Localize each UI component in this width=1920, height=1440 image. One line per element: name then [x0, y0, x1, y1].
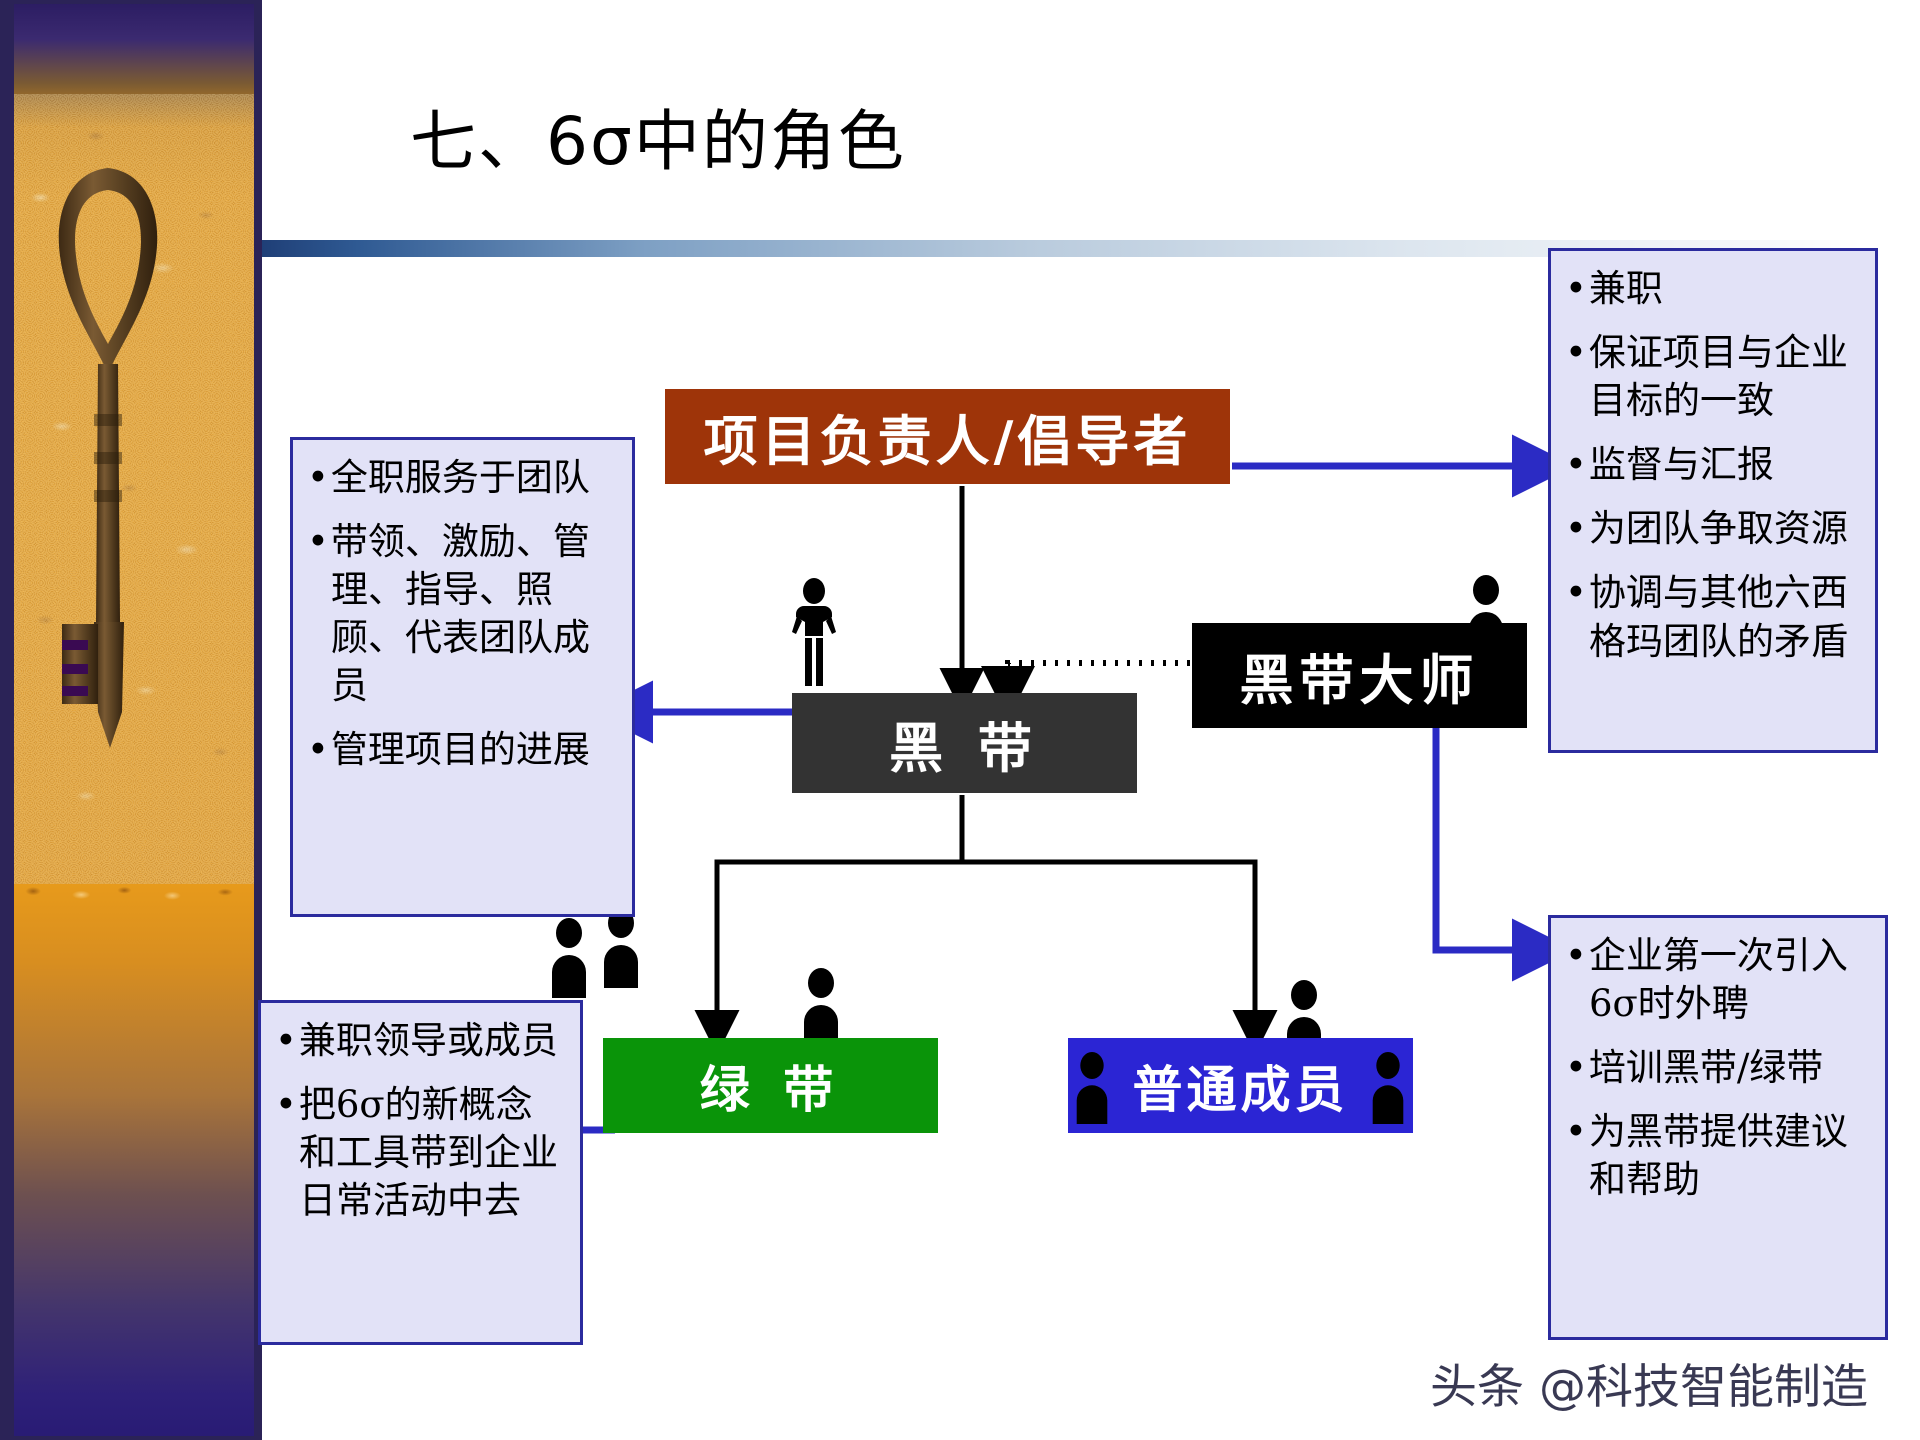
key-icon [58, 168, 158, 748]
sand-gradient-bottom [14, 884, 254, 1436]
bullet-item: 把6σ的新概念和工具带到企业日常活动中去 [275, 1081, 564, 1225]
watermark: 头条 @科技智能制造 [1430, 1360, 1868, 1415]
person-bust-icon [1076, 1052, 1108, 1124]
person-standing-icon [792, 578, 836, 686]
role-box-green-belt[interactable]: 绿 带 [603, 1038, 938, 1133]
info-box-black-belt-duties: 全职服务于团队 带领、激励、管理、指导、照顾、代表团队成员 管理项目的进展 [290, 437, 635, 917]
bullet-item: 兼职 [1565, 265, 1859, 313]
info-box-green-belt-duties: 兼职领导或成员 把6σ的新概念和工具带到企业日常活动中去 [258, 1000, 583, 1345]
bullet-item: 带领、激励、管理、指导、照顾、代表团队成员 [307, 518, 616, 710]
bullet-item: 协调与其他六西格玛团队的矛盾 [1565, 569, 1859, 665]
connector-mbb-to-blackbelt [981, 660, 1190, 720]
role-box-master-black-belt[interactable]: 黑带大师 [1192, 623, 1527, 728]
role-box-team-member[interactable]: 普通成员 [1068, 1038, 1413, 1133]
person-bust-icon [604, 908, 638, 988]
bullet-item: 企业第一次引入6σ时外聘 [1565, 932, 1869, 1028]
bullet-item: 全职服务于团队 [307, 454, 616, 502]
info-box-master-black-belt-duties: 企业第一次引入6σ时外聘 培训黑带/绿带 为黑带提供建议和帮助 [1548, 915, 1888, 1340]
page-title: 七、6σ中的角色 [410, 103, 906, 180]
connector-mbb-to-duties [1432, 728, 1575, 982]
person-bust-icon [1372, 1052, 1404, 1124]
bullet-item: 管理项目的进展 [307, 726, 616, 774]
bullet-item: 保证项目与企业目标的一致 [1565, 329, 1859, 425]
connector-blackbelt-to-member [962, 859, 1278, 1055]
bullet-item: 培训黑带/绿带 [1565, 1044, 1869, 1092]
person-bust-icon [804, 968, 838, 1048]
role-box-black-belt[interactable]: 黑 带 [792, 693, 1137, 793]
person-bust-icon [552, 918, 586, 998]
bullet-item: 为团队争取资源 [1565, 505, 1859, 553]
role-box-champion[interactable]: 项目负责人/倡导者 [665, 389, 1230, 484]
sidebar-image [14, 4, 254, 1436]
sand-background-top [14, 4, 254, 884]
info-box-champion-duties: 兼职 保证项目与企业目标的一致 监督与汇报 为团队争取资源 协调与其他六西格玛团… [1548, 248, 1878, 753]
decorative-sidebar [0, 0, 262, 1440]
connector-blackbelt-to-greenbelt [694, 795, 965, 1055]
title-divider [262, 240, 1862, 257]
bullet-item: 为黑带提供建议和帮助 [1565, 1108, 1869, 1204]
sand-grain-texture [14, 94, 254, 884]
bullet-item: 监督与汇报 [1565, 441, 1859, 489]
bullet-item: 兼职领导或成员 [275, 1017, 564, 1065]
